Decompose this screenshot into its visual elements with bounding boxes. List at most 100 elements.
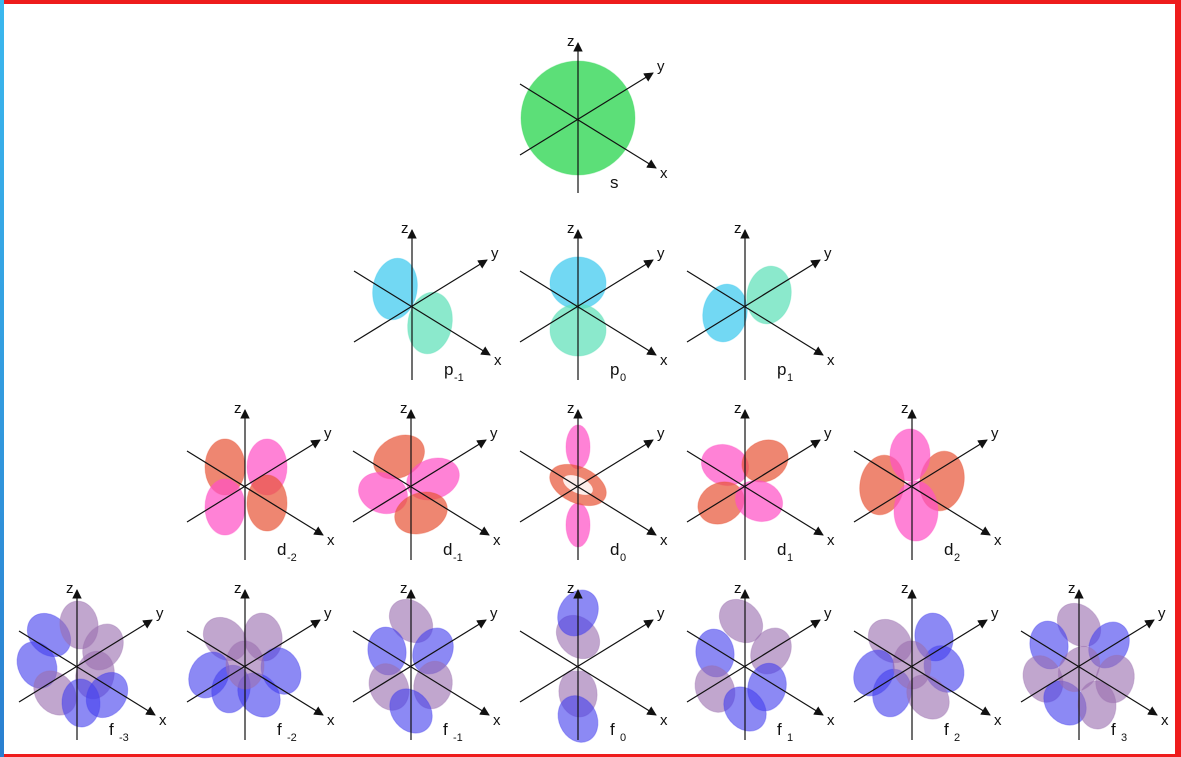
- x-axis-label: x: [494, 352, 502, 369]
- z-axis-label: z: [400, 580, 408, 597]
- x-axis: [853, 630, 991, 716]
- z-axis-label: z: [901, 580, 909, 597]
- x-axis-label: x: [660, 712, 668, 729]
- orbital-subscript: -2: [287, 552, 297, 564]
- z-axis-label: z: [400, 400, 408, 417]
- y-axis: [853, 439, 988, 523]
- d-lobe: [893, 480, 939, 542]
- y-axis: [1020, 619, 1155, 703]
- p-lobe-neg: [702, 283, 748, 343]
- x-axis: [686, 630, 824, 716]
- axes: zyx: [519, 33, 668, 193]
- y-axis-label: y: [657, 245, 665, 262]
- z-axis-label: z: [567, 220, 575, 237]
- y-axis-label: y: [324, 605, 332, 622]
- orbital-label: d: [944, 540, 953, 559]
- y-axis-label: y: [490, 425, 498, 442]
- axes: zyx: [18, 580, 167, 740]
- y-axis-label: y: [824, 425, 832, 442]
- axes: zyx: [686, 580, 835, 740]
- axes: zyx: [353, 220, 502, 380]
- d-lobe: [889, 428, 931, 482]
- y-axis: [686, 619, 821, 703]
- orbital-subscript: 1: [787, 552, 793, 564]
- z-axis-label: z: [734, 580, 742, 597]
- orbital-label: p: [444, 360, 453, 379]
- y-axis: [353, 259, 488, 343]
- x-axis: [353, 270, 491, 356]
- orbital-label: d: [277, 540, 286, 559]
- orbital-label: p: [777, 360, 786, 379]
- x-axis-label: x: [660, 532, 668, 549]
- orbital-d-1: z y x d-1: [352, 400, 501, 564]
- axes: zyx: [853, 580, 1002, 740]
- y-axis-label: y: [991, 425, 999, 442]
- axes: zyx: [519, 400, 668, 560]
- axes: zyx: [186, 400, 335, 560]
- z-axis-label: z: [66, 580, 74, 597]
- x-axis: [519, 83, 657, 169]
- x-axis-label: x: [827, 532, 835, 549]
- orbital-label: f: [277, 720, 282, 739]
- d-lobe: [246, 474, 288, 532]
- y-axis-label: y: [324, 425, 332, 442]
- x-axis: [352, 450, 490, 536]
- axes: z y x: [352, 400, 501, 560]
- y-axis: [519, 72, 654, 156]
- orbital-subscript: 0: [620, 552, 626, 564]
- orbital-label: d: [443, 540, 452, 559]
- axes: z y x: [686, 400, 835, 560]
- x-axis-label: x: [660, 352, 668, 369]
- y-axis: [686, 439, 821, 523]
- orbital-subscript: 0: [620, 372, 626, 384]
- orbital-subscript: -1: [453, 552, 463, 564]
- x-axis: [519, 450, 657, 536]
- orbital-label: f: [1111, 720, 1116, 739]
- x-axis: [853, 450, 991, 536]
- y-axis-label: y: [991, 605, 999, 622]
- axes: zyx: [1020, 580, 1169, 740]
- orbital-subscript: -2: [287, 732, 297, 744]
- y-axis: [186, 439, 321, 523]
- axes: z y x: [519, 220, 668, 380]
- d-lobe: [741, 439, 789, 483]
- orbital-subscript: 1: [787, 372, 793, 384]
- axes: zyx: [853, 400, 1002, 560]
- x-axis: [686, 270, 824, 356]
- p-lobe-pos: [746, 265, 792, 325]
- x-axis: [686, 450, 824, 536]
- x-axis-label: x: [493, 532, 501, 549]
- axes: zyx: [686, 220, 835, 380]
- y-axis-label: y: [824, 605, 832, 622]
- orbital-label: d: [777, 540, 786, 559]
- x-axis: [1020, 630, 1158, 716]
- orbital-subscript: -1: [453, 732, 463, 744]
- y-axis-label: y: [657, 58, 665, 75]
- orbital-subscript: 3: [1121, 732, 1127, 744]
- y-axis-label: y: [156, 605, 164, 622]
- y-axis: [352, 619, 487, 703]
- orbital-label: s: [610, 173, 619, 192]
- y-axis: [519, 619, 654, 703]
- x-axis-label: x: [327, 532, 335, 549]
- y-axis-label: y: [824, 245, 832, 262]
- z-axis-label: z: [567, 400, 575, 417]
- y-axis-label: y: [491, 245, 499, 262]
- orbital-subscript: 2: [954, 552, 960, 564]
- z-axis-label: z: [734, 400, 742, 417]
- orbital-subscript: -1: [454, 372, 464, 384]
